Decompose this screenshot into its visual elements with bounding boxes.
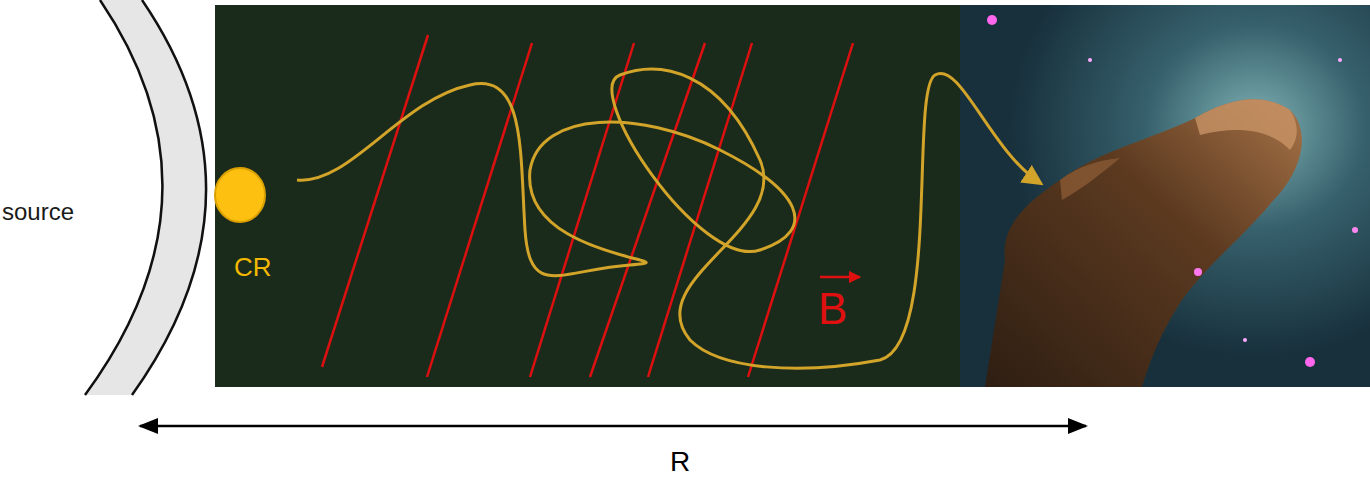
distance-label: R [670, 446, 690, 478]
node-label: CR [234, 252, 272, 283]
shell-outer [132, 0, 206, 395]
vector-arrow [820, 276, 860, 279]
field-lines [322, 35, 853, 377]
cosmic-ray: CR [212, 166, 292, 286]
particle-circle [215, 168, 265, 222]
shell-arc [0, 0, 230, 395]
field-region [215, 5, 961, 387]
shell-inner [85, 0, 162, 395]
distance-arrow [140, 425, 1086, 428]
shell-fill [85, 0, 206, 395]
nebula-image [960, 5, 1370, 387]
cr-trajectory [297, 69, 1040, 368]
source-shell: source [0, 0, 230, 395]
field-symbol: B [818, 284, 847, 334]
node-label: source [2, 198, 74, 226]
